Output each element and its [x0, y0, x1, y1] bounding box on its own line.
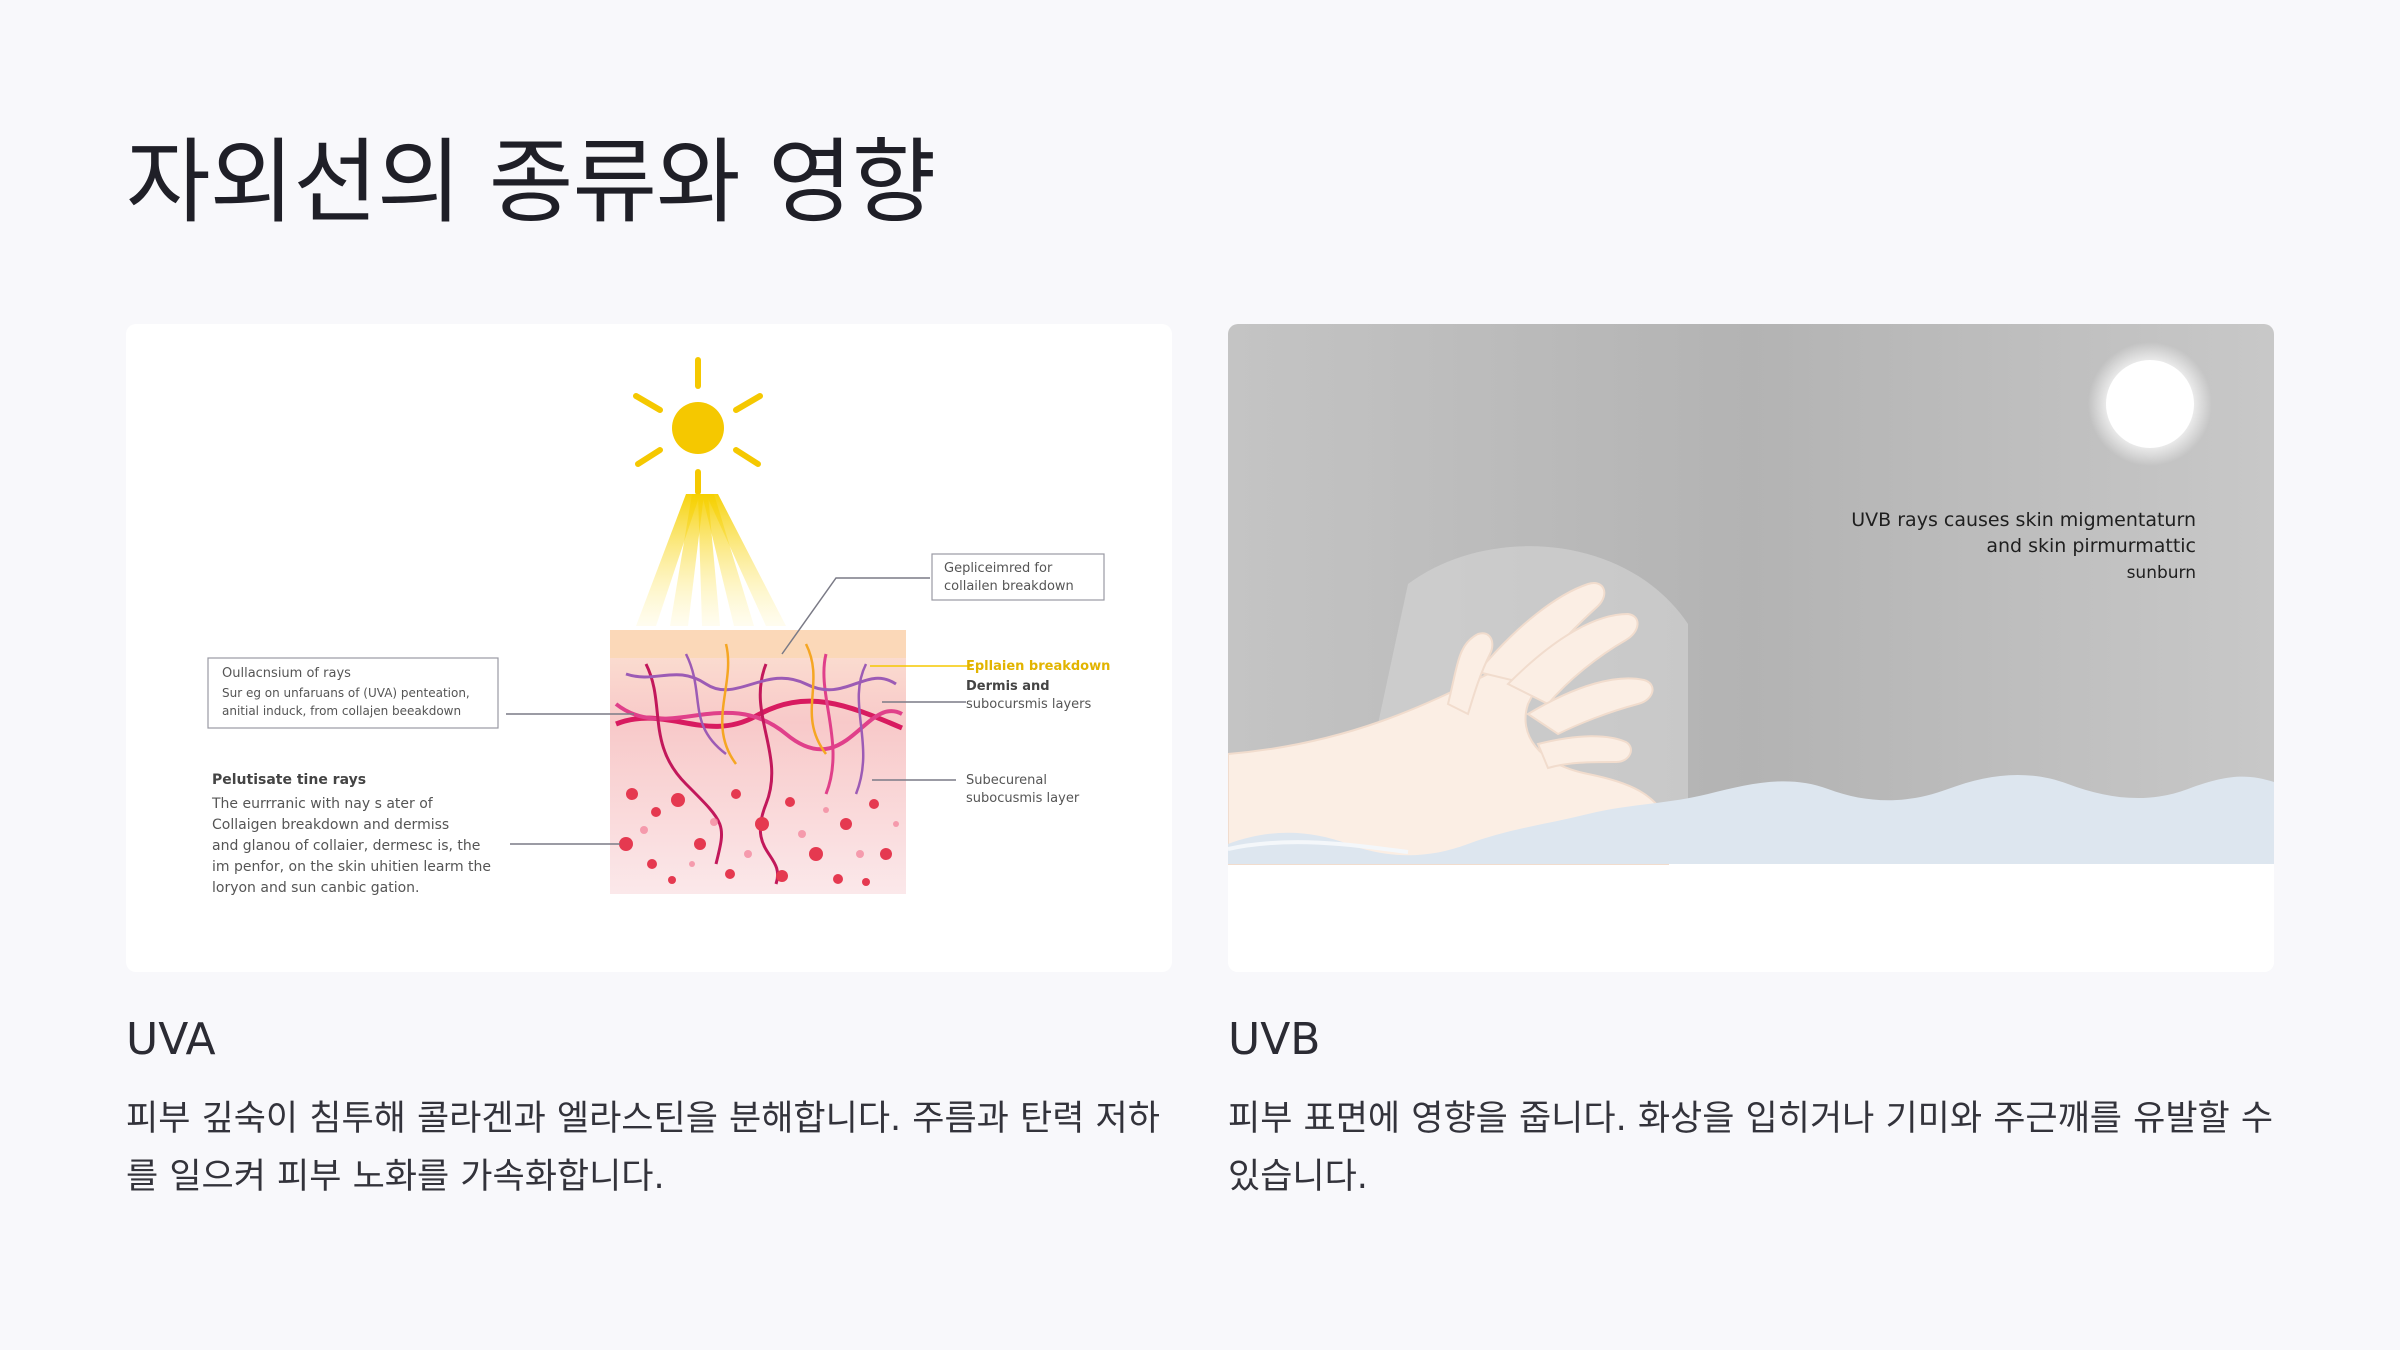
uvb-caption-line3: sunburn [2127, 563, 2196, 583]
callout-left-line3: anitial induck, from collajen beeakdown [222, 704, 461, 718]
uvb-illustration-image: UVB rays causes skin migmentaturn and sk… [1228, 324, 2274, 972]
uva-diagram-image: Gepliceimred for collailen breakdown Oul… [126, 324, 1172, 972]
label-dermis-line1: Dermis and [966, 679, 1050, 694]
uvb-caption-line2: and skin pirmurmattic [1986, 535, 2196, 557]
callout-left-line1: Oullacnsium of rays [222, 666, 351, 681]
skin-cross-section [610, 630, 906, 894]
para-line1: The eurrranic with nay s ater of [211, 796, 434, 812]
uvb-scene: UVB rays causes skin migmentaturn and sk… [1228, 324, 2274, 972]
para-line2: Collaigen breakdown and dermiss [212, 817, 449, 833]
callout-box-top-right [931, 553, 1105, 601]
label-epidermis: Epllaien breakdown [966, 659, 1110, 674]
sun-icon [633, 357, 763, 495]
uva-heading: UVA [126, 1014, 216, 1065]
page-title: 자외선의 종류와 영향 [126, 129, 936, 236]
leader-lines [506, 577, 972, 845]
para-title: Pelutisate tine rays [212, 772, 366, 788]
water-waves [1228, 774, 2274, 864]
label-dermis-line2: subocursmis layers [966, 697, 1092, 712]
uva-light-beams [636, 494, 786, 626]
para-line4: im penfor, on the skin uhitien learm the [212, 859, 491, 875]
label-subcut-line2: subocusmis layer [966, 791, 1080, 806]
callout-box-left [207, 657, 499, 729]
uvb-heading: UVB [1228, 1014, 1321, 1065]
uvb-caption-line1: UVB rays causes skin migmentaturn [1851, 509, 2196, 531]
callout-top-right-line1: Gepliceimred for [944, 561, 1053, 576]
hand-illustration [1228, 582, 1669, 865]
para-line3: and glanou of collaier, dermesc is, the [212, 838, 480, 854]
uvb-sun-icon [2088, 342, 2212, 466]
callout-top-right-line2: collailen breakdown [944, 579, 1074, 594]
para-line5: loryon and sun canbic gation. [212, 880, 419, 896]
uvb-description: 피부 표면에 영향을 줍니다. 화상을 입히거나 기미와 주근깨를 유발할 수 … [1228, 1099, 2274, 1197]
uva-skin-diagram: Gepliceimred for collailen breakdown Oul… [207, 357, 1110, 896]
uva-description: 피부 깊숙이 침투해 콜라겐과 엘라스틴을 분해합니다. 주름과 탄력 저하를 … [126, 1099, 1160, 1197]
label-subcut-line1: Subecurenal [966, 773, 1047, 788]
callout-left-line2: Sur eg on unfaruans of (UVA) pentеation, [222, 686, 470, 700]
